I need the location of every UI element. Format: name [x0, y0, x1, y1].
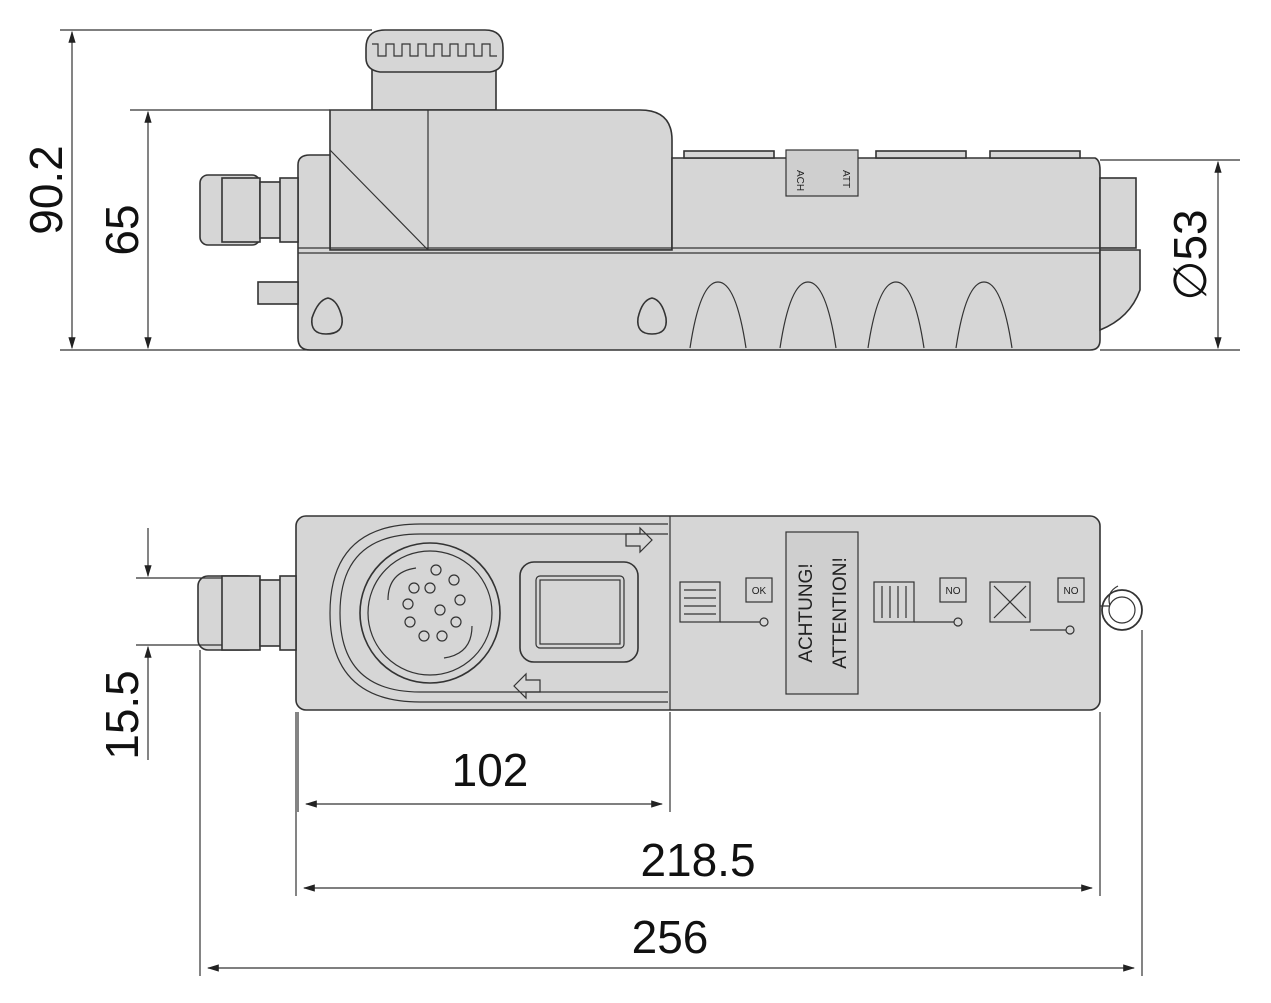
svg-text:256: 256 [632, 911, 709, 963]
dim-height-total: 90.2 [20, 29, 372, 351]
status-no-icon-1: NO [873, 577, 967, 627]
status-ok-icon: OK [679, 577, 773, 627]
teardrop-right [636, 297, 668, 335]
svg-text:∅53: ∅53 [1164, 209, 1216, 300]
svg-text:OK: OK [752, 586, 767, 597]
dim-length-218: 218.5 [295, 712, 1101, 896]
warning-plate [785, 531, 859, 695]
svg-text:90.2: 90.2 [20, 145, 72, 235]
top-view: OK NO NO ACHTUNG! ATTENTION! [197, 515, 1143, 711]
cable-gland-side [199, 174, 299, 246]
side-warning-label [785, 149, 859, 197]
upper-housing [329, 109, 673, 251]
svg-text:15.5: 15.5 [96, 670, 148, 760]
svg-text:NO: NO [946, 586, 961, 597]
svg-text:102: 102 [452, 744, 529, 796]
teardrop-left [310, 297, 343, 335]
dim-offset: 15.5 [96, 528, 222, 760]
svg-text:NO: NO [1064, 586, 1079, 597]
dim-length-256: 256 [199, 630, 1143, 976]
dim-length-102: 102 [297, 712, 671, 812]
round-connector [359, 542, 501, 684]
svg-text:ATTENTION!: ATTENTION! [830, 557, 851, 669]
plug-pin [257, 281, 299, 305]
square-button [519, 561, 639, 663]
status-no-icon-2: NO [989, 577, 1085, 635]
ring-hook [1100, 585, 1143, 631]
side-view: ACH ATT [199, 29, 1141, 351]
svg-text:ATT: ATT [840, 170, 851, 188]
arrow-left-icon [513, 672, 541, 700]
emergency-stop-knob [365, 29, 504, 111]
hook-side [1099, 177, 1137, 249]
svg-text:218.5: 218.5 [640, 834, 755, 886]
knob-recess [329, 523, 668, 703]
dim-diameter: ∅53 [1100, 159, 1240, 351]
svg-text:65: 65 [96, 204, 148, 255]
dim-height-body: 65 [96, 109, 330, 350]
svg-text:ACHTUNG!: ACHTUNG! [796, 563, 817, 662]
svg-text:ACH: ACH [794, 170, 805, 191]
arrow-right-icon [625, 526, 653, 554]
cable-gland-top [197, 575, 297, 651]
